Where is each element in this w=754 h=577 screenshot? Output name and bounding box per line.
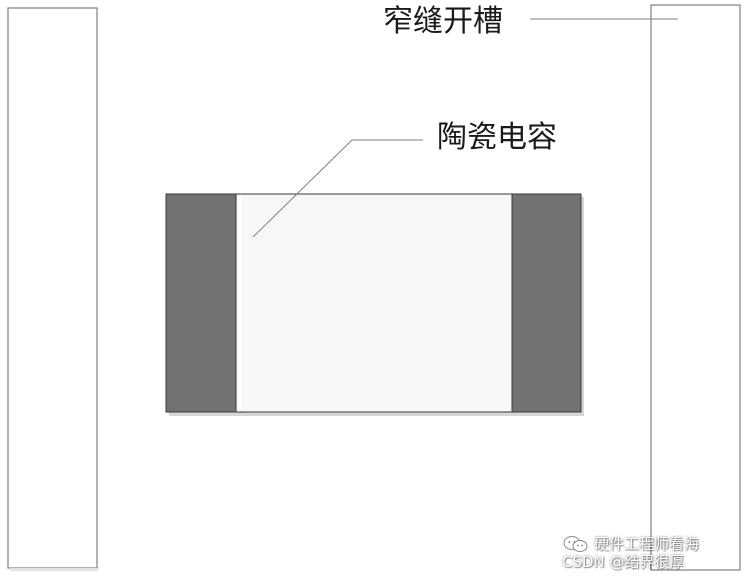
slot-label: 窄缝开槽 <box>383 4 503 39</box>
right-slot <box>650 4 741 571</box>
watermark-line-1: 硬件工程师看海 <box>594 535 700 553</box>
wechat-icon <box>562 535 590 553</box>
ceramic-capacitor <box>165 193 582 413</box>
left-slot <box>7 7 98 569</box>
right-terminal <box>511 193 582 413</box>
watermark-row-2: CSDN @结界很厚 <box>562 553 742 571</box>
capacitor-leader-line <box>252 139 423 238</box>
watermark-row-1: 硬件工程师看海 <box>562 535 742 553</box>
capacitor-body <box>235 193 513 413</box>
left-terminal <box>165 193 237 413</box>
watermark-line-2: CSDN @结界很厚 <box>562 553 685 571</box>
left-slot-shadow <box>10 568 98 571</box>
capacitor-label: 陶瓷电容 <box>437 120 557 155</box>
watermark: 硬件工程师看海 CSDN @结界很厚 <box>562 535 742 571</box>
